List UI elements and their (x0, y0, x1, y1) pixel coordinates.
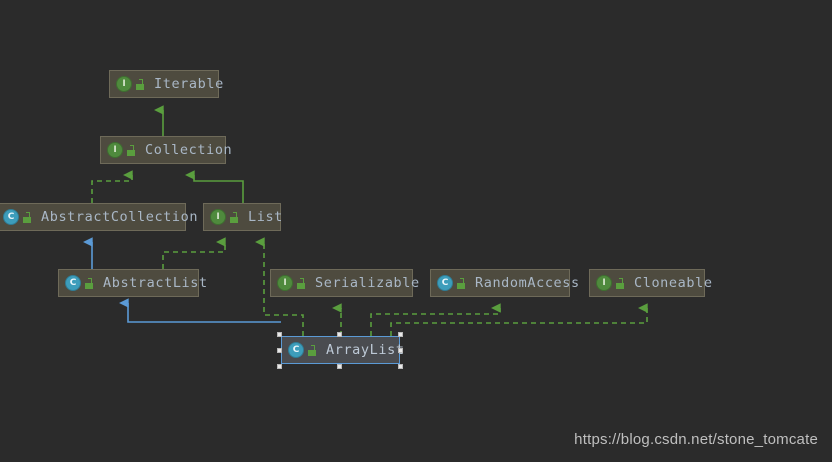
node-label: List (248, 209, 283, 225)
node-icon-group: I (210, 209, 239, 225)
uml-node-abstractlist[interactable]: C AbstractList (58, 269, 207, 297)
selection-handle[interactable] (277, 348, 282, 353)
public-visibility-icon (84, 277, 94, 289)
class-icon: C (3, 209, 19, 225)
watermark: https://blog.csdn.net/stone_tomcate (574, 431, 818, 448)
selection-handle[interactable] (277, 364, 282, 369)
edge-abstractcollection-to-collection (91, 170, 133, 203)
public-visibility-icon (296, 277, 306, 289)
selection-handle[interactable] (337, 364, 342, 369)
uml-node-collection[interactable]: I Collection (100, 136, 232, 164)
interface-icon: I (277, 275, 293, 291)
edge-arraylist-to-abstractlist (119, 298, 281, 323)
node-icon-group: I (596, 275, 625, 291)
public-visibility-icon (615, 277, 625, 289)
uml-node-cloneable[interactable]: I Cloneable (589, 269, 712, 297)
interface-icon: I (210, 209, 226, 225)
selection-handle[interactable] (398, 364, 403, 369)
node-icon-group: I (107, 142, 136, 158)
class-icon: C (288, 342, 304, 358)
public-visibility-icon (307, 344, 317, 356)
node-icon-group: C (65, 275, 94, 291)
public-visibility-icon (456, 277, 466, 289)
node-label: AbstractCollection (41, 209, 199, 225)
interface-icon: I (116, 76, 132, 92)
uml-node-abstractcollection[interactable]: C AbstractCollection (0, 203, 198, 231)
node-label: RandomAccess (475, 275, 580, 291)
node-label: Cloneable (634, 275, 713, 291)
selection-handle[interactable] (398, 348, 403, 353)
node-label: Iterable (154, 76, 224, 92)
edge-arraylist-to-cloneable (390, 303, 648, 336)
class-icon: C (65, 275, 81, 291)
node-icon-group: I (277, 275, 306, 291)
selection-handle[interactable] (277, 332, 282, 337)
class-icon: C (437, 275, 453, 291)
node-icon-group: C (437, 275, 466, 291)
public-visibility-icon (135, 78, 145, 90)
uml-node-arraylist[interactable]: C ArrayList (281, 336, 404, 364)
uml-node-iterable[interactable]: I Iterable (109, 70, 223, 98)
uml-node-list[interactable]: I List (203, 203, 283, 231)
interface-icon: I (107, 142, 123, 158)
edge-arraylist-to-randomaccess (370, 303, 501, 336)
node-label: AbstractList (103, 275, 208, 291)
node-label: Serializable (315, 275, 420, 291)
uml-node-randomaccess[interactable]: C RandomAccess (430, 269, 579, 297)
interface-icon: I (596, 275, 612, 291)
public-visibility-icon (229, 211, 239, 223)
node-label: Collection (145, 142, 233, 158)
node-icon-group: I (116, 76, 145, 92)
selection-handle[interactable] (337, 332, 342, 337)
node-label: ArrayList (326, 342, 405, 358)
selection-handle[interactable] (398, 332, 403, 337)
edge-abstractlist-to-list (162, 237, 226, 269)
node-icon-group: C (288, 342, 317, 358)
public-visibility-icon (22, 211, 32, 223)
public-visibility-icon (126, 144, 136, 156)
edge-list-to-collection (185, 170, 244, 203)
uml-node-serializable[interactable]: I Serializable (270, 269, 419, 297)
node-icon-group: C (3, 209, 32, 225)
